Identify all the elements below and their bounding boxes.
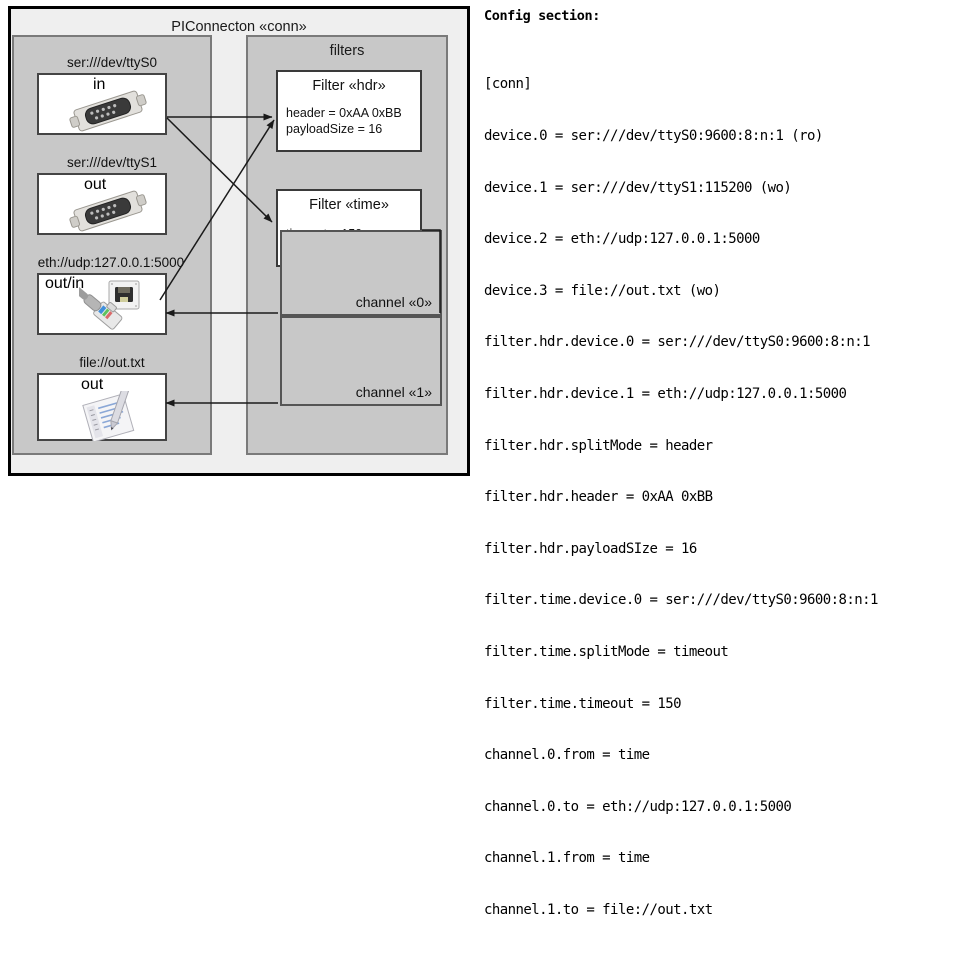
channel-box-1[interactable]: channel «1» (280, 316, 442, 406)
config-section: Config section: [conn] device.0 = ser://… (482, 0, 964, 918)
page-title: PIConnecton «conn» (171, 19, 307, 35)
config-line: filter.time.device.0 = ser:///dev/ttyS0:… (484, 592, 878, 609)
filters-panel: filters Filter «hdr» header = 0xAA 0xBB … (246, 35, 448, 455)
device-box-ttys0[interactable]: in (37, 73, 167, 135)
device-direction-label-outin: out/in (45, 275, 85, 292)
device-caption-file: file://out.txt (79, 355, 145, 370)
filter-box-hdr[interactable]: Filter «hdr» header = 0xAA 0xBB payloadS… (276, 70, 422, 152)
device-box-ttys1[interactable]: out (37, 173, 167, 235)
device-direction-label-in: in (93, 76, 106, 93)
config-heading: Config section: (484, 8, 600, 24)
device-caption-ttys0: ser:///dev/ttyS0 (66, 55, 158, 70)
channel-box-0[interactable]: channel «0» (280, 230, 442, 316)
config-line: channel.1.from = time (484, 850, 650, 867)
filters-panel-title: filters (329, 43, 365, 59)
config-line: filter.hdr.device.1 = eth://udp:127.0.0.… (484, 385, 847, 402)
devices-panel: ser:///dev/ttyS0 in (12, 35, 212, 455)
config-line: channel.0.to = eth://udp:127.0.0.1:5000 (484, 798, 792, 815)
config-line: channel.1.to = file://out.txt (484, 901, 713, 918)
device-box-eth[interactable]: out/in (37, 273, 167, 335)
channel-label-1: channel «1» (355, 384, 432, 400)
device-direction-label-fileout: out (81, 376, 104, 393)
device-caption-ttys1: ser:///dev/ttyS1 (66, 155, 158, 170)
text-file-icon (82, 391, 135, 441)
filter-prop-payloadsize: payloadSize = 16 (286, 122, 383, 136)
config-line: filter.hdr.payloadSIze = 16 (484, 540, 697, 557)
config-line: filter.hdr.device.0 = ser:///dev/ttyS0:9… (484, 334, 871, 351)
channel-label-0: channel «0» (355, 294, 432, 310)
config-line: device.2 = eth://udp:127.0.0.1:5000 (484, 231, 760, 248)
device-direction-label-out: out (84, 176, 107, 193)
serial-port-icon (69, 90, 147, 132)
filter-prop-header: header = 0xAA 0xBB (286, 106, 402, 120)
config-line: filter.time.splitMode = timeout (484, 643, 729, 660)
config-line: [conn] (484, 76, 532, 93)
config-line: device.0 = ser:///dev/ttyS0:9600:8:n:1 (… (484, 128, 823, 144)
config-text-block: [conn] device.0 = ser:///dev/ttyS0:9600:… (484, 42, 878, 954)
config-line: filter.time.timeout = 150 (484, 695, 682, 712)
connector-diagram: PIConnecton «conn» ser:///dev/ttyS0 in (0, 0, 478, 484)
filter-title-time: Filter «time» (309, 197, 389, 213)
config-line: channel.0.from = time (484, 747, 650, 764)
device-box-file[interactable]: out (37, 373, 167, 441)
ethernet-jack-icon (79, 280, 140, 330)
filter-title-hdr: Filter «hdr» (312, 78, 386, 94)
device-caption-eth: eth://udp:127.0.0.1:5000 (37, 255, 185, 270)
config-line: filter.hdr.splitMode = header (484, 437, 713, 454)
config-line: device.3 = file://out.txt (wo) (484, 282, 721, 299)
config-line: device.1 = ser:///dev/ttyS1:115200 (wo) (484, 179, 792, 196)
config-line: filter.hdr.header = 0xAA 0xBB (484, 489, 713, 506)
serial-port-icon (69, 190, 147, 232)
